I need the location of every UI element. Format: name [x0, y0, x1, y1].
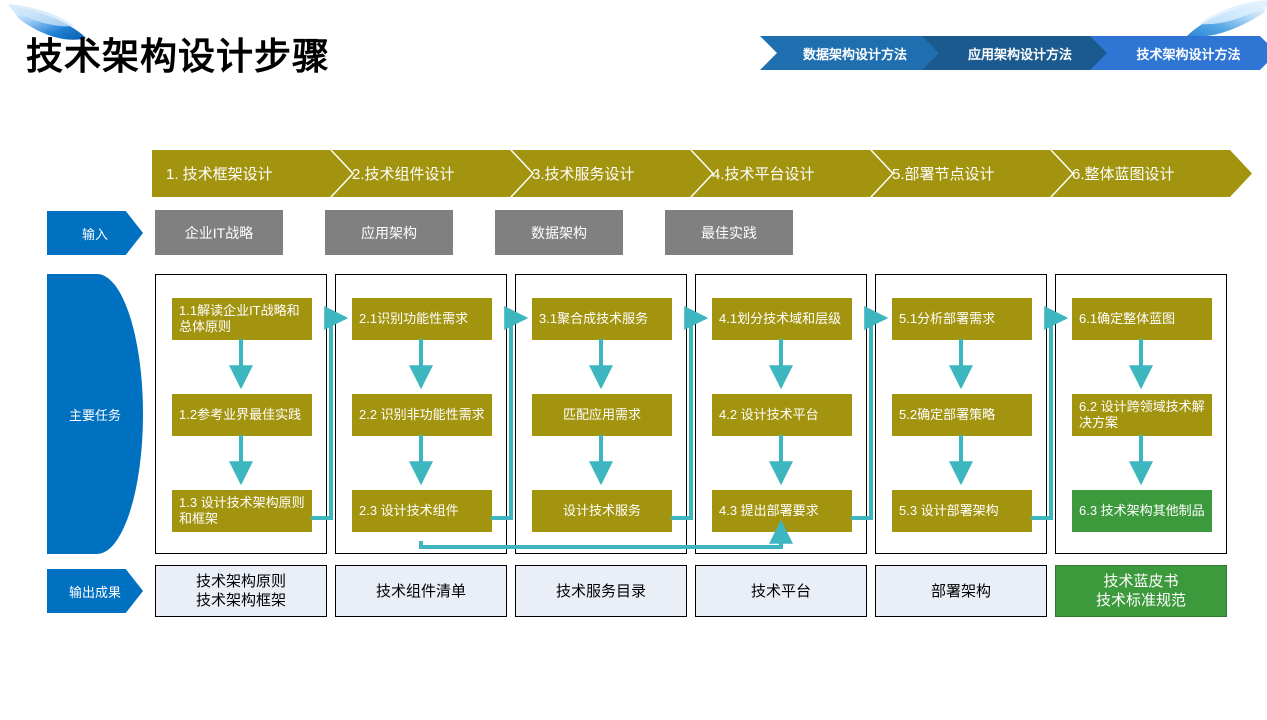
task-label: 1.1解读企业IT战略和总体原则 [179, 303, 300, 334]
task-2-1[interactable]: 2.1识别功能性需求 [352, 298, 492, 340]
task-label: 匹配应用需求 [562, 407, 641, 422]
output-box-6: 技术蓝皮书 技术标准规范 [1055, 565, 1227, 617]
task-label: 2.3 设计技术组件 [359, 503, 459, 518]
output-label: 技术架构原则 技术架构框架 [195, 573, 286, 609]
task-label: 4.3 提出部署要求 [719, 503, 819, 518]
output-label: 技术服务目录 [555, 582, 646, 600]
task-3-1[interactable]: 3.1聚合成技术服务 [532, 298, 672, 340]
task-2-3[interactable]: 2.3 设计技术组件 [352, 490, 492, 532]
row-label-output: 输出成果 [47, 569, 143, 613]
task-1-3[interactable]: 1.3 设计技术架构原则和框架 [172, 490, 312, 532]
task-2-2[interactable]: 2.2 识别非功能性需求 [352, 394, 492, 436]
tab-label: 应用架构设计方法 [967, 46, 1072, 62]
task-label: 2.1识别功能性需求 [359, 311, 469, 326]
task-label: 5.2确定部署策略 [899, 407, 996, 422]
task-6-2[interactable]: 6.2 设计跨领域技术解决方案 [1072, 394, 1212, 436]
task-column-3: 3.1聚合成技术服务 匹配应用需求 设计技术服务 [515, 274, 687, 554]
output-label: 技术平台 [750, 582, 811, 600]
task-5-3[interactable]: 5.3 设计部署架构 [892, 490, 1032, 532]
phase-chevron-6[interactable]: 6.整体蓝图设计 [1052, 150, 1252, 197]
row-label-input: 输入 [47, 211, 143, 255]
task-6-1[interactable]: 6.1确定整体蓝图 [1072, 298, 1212, 340]
task-1-1[interactable]: 1.1解读企业IT战略和总体原则 [172, 298, 312, 340]
input-box-2: 应用架构 [325, 210, 453, 255]
row-label-text: 输入 [81, 226, 108, 242]
input-box-3: 数据架构 [495, 210, 623, 255]
row-label-text: 输出成果 [68, 584, 121, 600]
output-box-1: 技术架构原则 技术架构框架 [155, 565, 327, 617]
task-label: 6.3 技术架构其他制品 [1079, 503, 1205, 518]
task-6-3[interactable]: 6.3 技术架构其他制品 [1072, 490, 1212, 532]
page-title: 技术架构设计步骤 [26, 36, 330, 77]
phase-label: 1. 技术框架设计 [166, 166, 273, 183]
output-label: 部署架构 [930, 582, 991, 600]
task-label: 1.2参考业界最佳实践 [179, 407, 302, 422]
task-label: 5.3 设计部署架构 [899, 503, 999, 518]
output-box-4: 技术平台 [695, 565, 867, 617]
task-label: 设计技术服务 [562, 503, 641, 518]
input-box-1: 企业IT战略 [155, 210, 283, 255]
phase-label: 4.技术平台设计 [712, 166, 815, 183]
task-1-2[interactable]: 1.2参考业界最佳实践 [172, 394, 312, 436]
row-label-main-tasks: 主要任务 [47, 274, 143, 554]
task-4-2[interactable]: 4.2 设计技术平台 [712, 394, 852, 436]
task-3-3[interactable]: 设计技术服务 [532, 490, 672, 532]
task-label: 2.2 识别非功能性需求 [359, 407, 485, 422]
output-label: 技术组件清单 [375, 582, 466, 600]
task-label: 6.2 设计跨领域技术解决方案 [1079, 399, 1205, 430]
task-4-3[interactable]: 4.3 提出部署要求 [712, 490, 852, 532]
input-box-4: 最佳实践 [665, 210, 793, 255]
task-label: 4.1划分技术域和层级 [719, 311, 842, 326]
input-label: 应用架构 [361, 224, 417, 241]
phase-label: 6.整体蓝图设计 [1072, 166, 1175, 183]
task-label: 5.1分析部署需求 [899, 311, 996, 326]
task-label: 1.3 设计技术架构原则和框架 [179, 495, 305, 526]
task-label: 6.1确定整体蓝图 [1079, 311, 1176, 326]
tab-application-architecture[interactable]: 应用架构设计方法 [922, 36, 1108, 70]
task-column-5: 5.1分析部署需求 5.2确定部署策略 5.3 设计部署架构 [875, 274, 1047, 554]
phase-chevron-3[interactable]: 3.技术服务设计 [512, 150, 712, 197]
task-4-1[interactable]: 4.1划分技术域和层级 [712, 298, 852, 340]
output-box-5: 部署架构 [875, 565, 1047, 617]
task-label: 3.1聚合成技术服务 [539, 311, 649, 326]
task-3-2[interactable]: 匹配应用需求 [532, 394, 672, 436]
tab-label: 数据架构设计方法 [802, 46, 907, 62]
output-box-3: 技术服务目录 [515, 565, 687, 617]
phase-chevron-4[interactable]: 4.技术平台设计 [692, 150, 892, 197]
task-column-1: 1.1解读企业IT战略和总体原则 1.2参考业界最佳实践 1.3 设计技术架构原… [155, 274, 327, 554]
tab-technology-architecture[interactable]: 技术架构设计方法 [1090, 36, 1267, 70]
task-5-2[interactable]: 5.2确定部署策略 [892, 394, 1032, 436]
row-label-text: 主要任务 [68, 407, 121, 423]
task-column-6: 6.1确定整体蓝图 6.2 设计跨领域技术解决方案 6.3 技术架构其他制品 [1055, 274, 1227, 554]
phase-chevron-1[interactable]: 1. 技术框架设计 [152, 150, 352, 197]
task-column-4: 4.1划分技术域和层级 4.2 设计技术平台 4.3 提出部署要求 [695, 274, 867, 554]
tab-label: 技术架构设计方法 [1136, 46, 1241, 62]
phase-chevron-5[interactable]: 5.部署节点设计 [872, 150, 1072, 197]
task-label: 4.2 设计技术平台 [719, 407, 819, 422]
output-box-2: 技术组件清单 [335, 565, 507, 617]
phase-label: 5.部署节点设计 [892, 166, 995, 183]
task-column-2: 2.1识别功能性需求 2.2 识别非功能性需求 2.3 设计技术组件 [335, 274, 507, 554]
tab-data-architecture[interactable]: 数据架构设计方法 [760, 36, 940, 70]
task-5-1[interactable]: 5.1分析部署需求 [892, 298, 1032, 340]
input-label: 企业IT战略 [184, 224, 254, 241]
output-label: 技术蓝皮书 技术标准规范 [1095, 573, 1186, 609]
input-label: 最佳实践 [701, 224, 757, 241]
input-label: 数据架构 [531, 224, 587, 241]
phase-label: 3.技术服务设计 [532, 166, 635, 183]
phase-chevron-2[interactable]: 2.技术组件设计 [332, 150, 532, 197]
phase-label: 2.技术组件设计 [352, 166, 455, 183]
